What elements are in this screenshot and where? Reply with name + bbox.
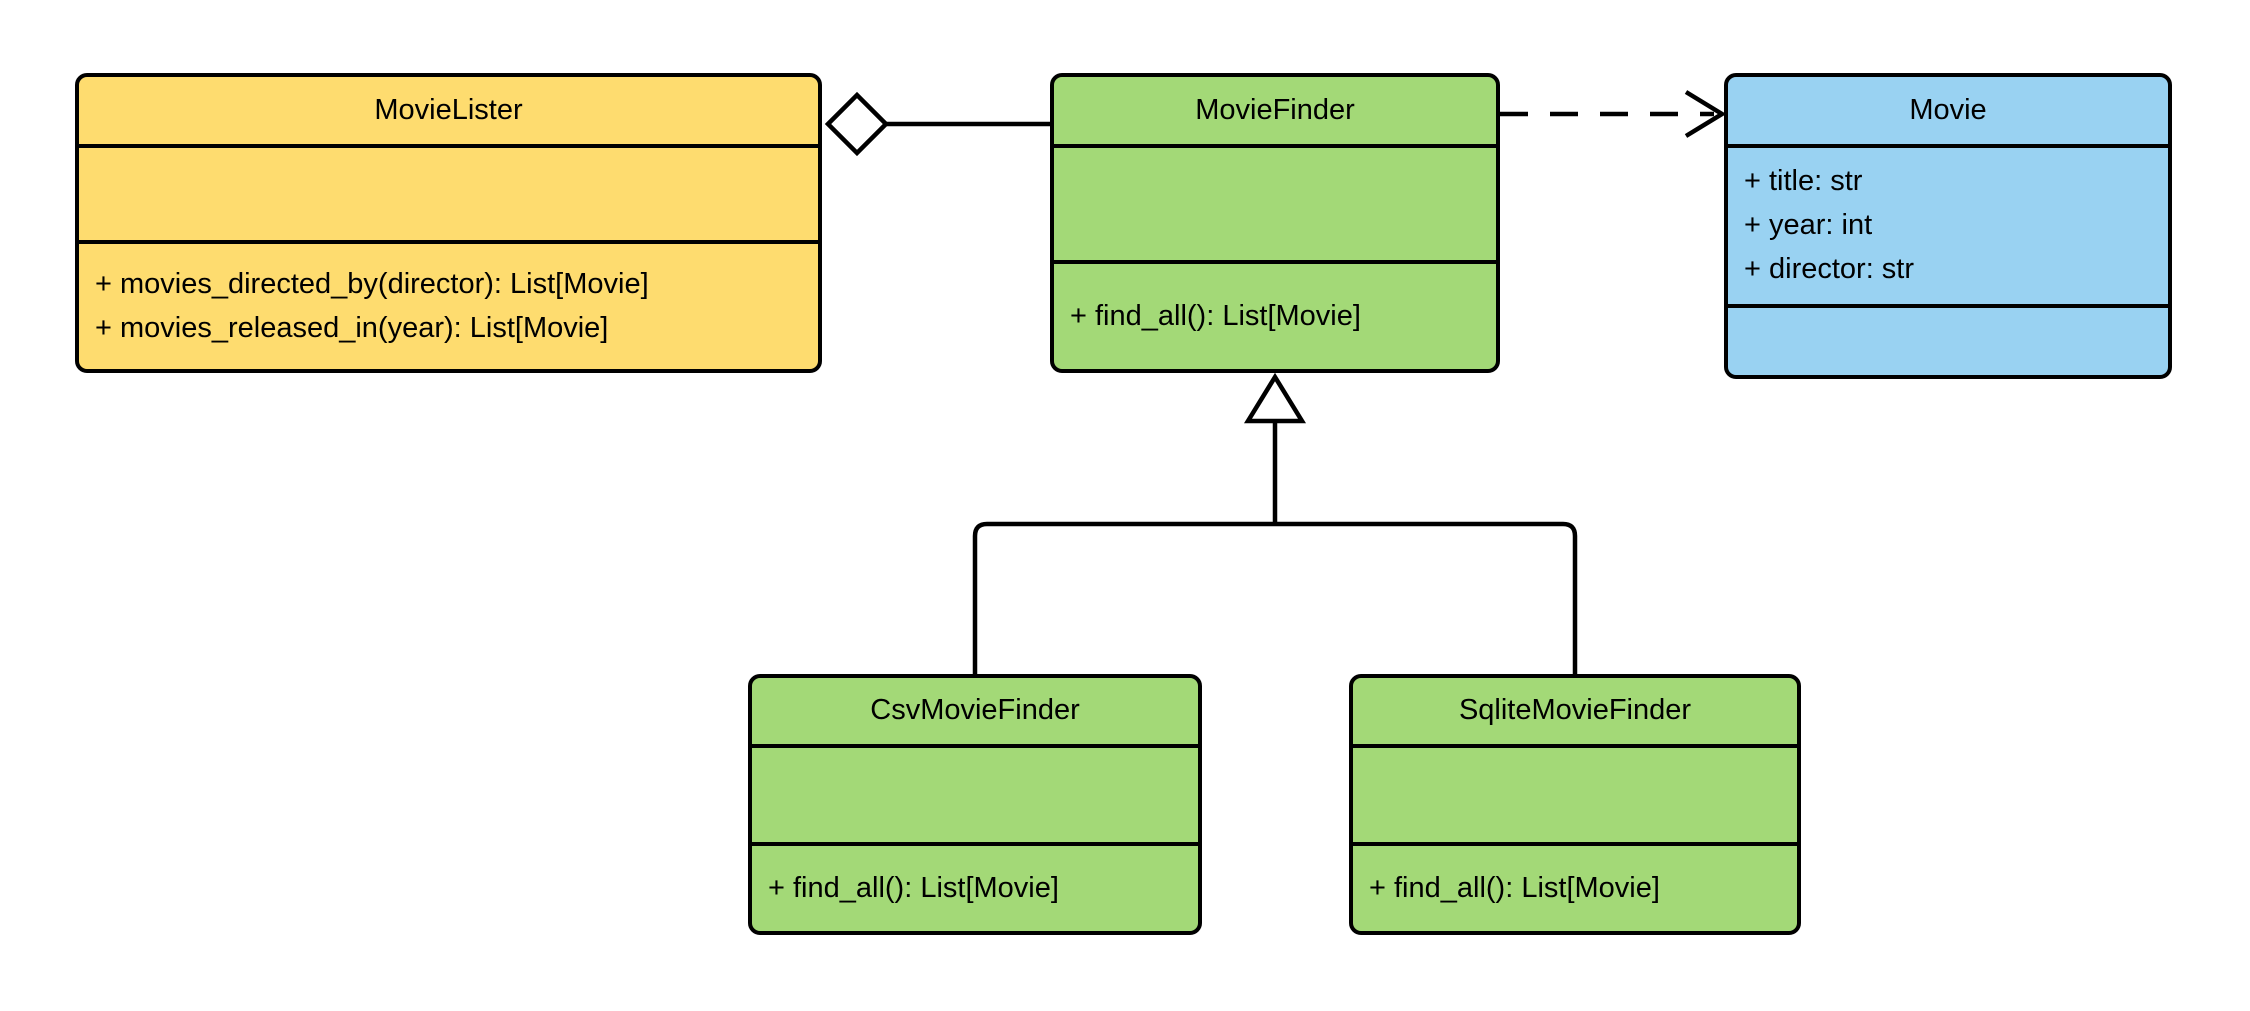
class-movielister-name: MovieLister	[374, 93, 523, 126]
class-csvmoviefinder-attributes-section	[752, 744, 1198, 842]
method-entry: + find_all(): List[Movie]	[1369, 871, 1660, 904]
dependency-arrowhead-icon	[1684, 90, 1727, 138]
aggregation-connector	[824, 91, 1050, 157]
class-moviefinder: MovieFinder + find_all(): List[Movie]	[1050, 73, 1500, 373]
class-movielister-methods-section: + movies_directed_by(director): List[Mov…	[79, 240, 818, 369]
attribute-entry: + title: str	[1744, 165, 1863, 198]
class-moviefinder-name: MovieFinder	[1195, 93, 1355, 126]
method-entry: + find_all(): List[Movie]	[768, 871, 1059, 904]
class-sqlitemoviefinder-attributes-section	[1353, 744, 1797, 842]
aggregation-diamond-icon	[824, 91, 890, 157]
class-moviefinder-attributes-section	[1054, 144, 1496, 260]
class-sqlitemoviefinder-name: SqliteMovieFinder	[1458, 694, 1692, 727]
inheritance-connector	[972, 372, 1578, 674]
class-movie: Movie + title: str + year: int + directo…	[1724, 73, 2172, 379]
class-movie-attributes-section: + title: str + year: int + director: str	[1728, 144, 2168, 304]
class-movielister-attributes-section	[79, 144, 818, 240]
attribute-entry: + year: int	[1744, 209, 1873, 242]
class-movielister: MovieLister + movies_directed_by(directo…	[75, 73, 822, 373]
class-csvmoviefinder-name: CsvMovieFinder	[870, 694, 1080, 727]
method-entry: + movies_released_in(year): List[Movie]	[95, 311, 609, 344]
attribute-entry: + director: str	[1744, 253, 1915, 286]
class-csvmoviefinder-methods-section: + find_all(): List[Movie]	[752, 842, 1198, 931]
inheritance-branch-line	[972, 521, 1578, 674]
method-entry: + movies_directed_by(director): List[Mov…	[95, 267, 649, 300]
class-movie-methods-section	[1728, 304, 2168, 375]
dependency-connector	[1500, 90, 1727, 138]
class-movie-name: Movie	[1909, 93, 1987, 126]
class-csvmoviefinder: CsvMovieFinder + find_all(): List[Movie]	[748, 674, 1202, 935]
method-entry: + find_all(): List[Movie]	[1070, 299, 1361, 332]
inheritance-triangle-icon	[1243, 372, 1307, 424]
class-sqlitemoviefinder: SqliteMovieFinder + find_all(): List[Mov…	[1349, 674, 1801, 935]
class-moviefinder-methods-section: + find_all(): List[Movie]	[1054, 260, 1496, 369]
class-sqlitemoviefinder-methods-section: + find_all(): List[Movie]	[1353, 842, 1797, 931]
